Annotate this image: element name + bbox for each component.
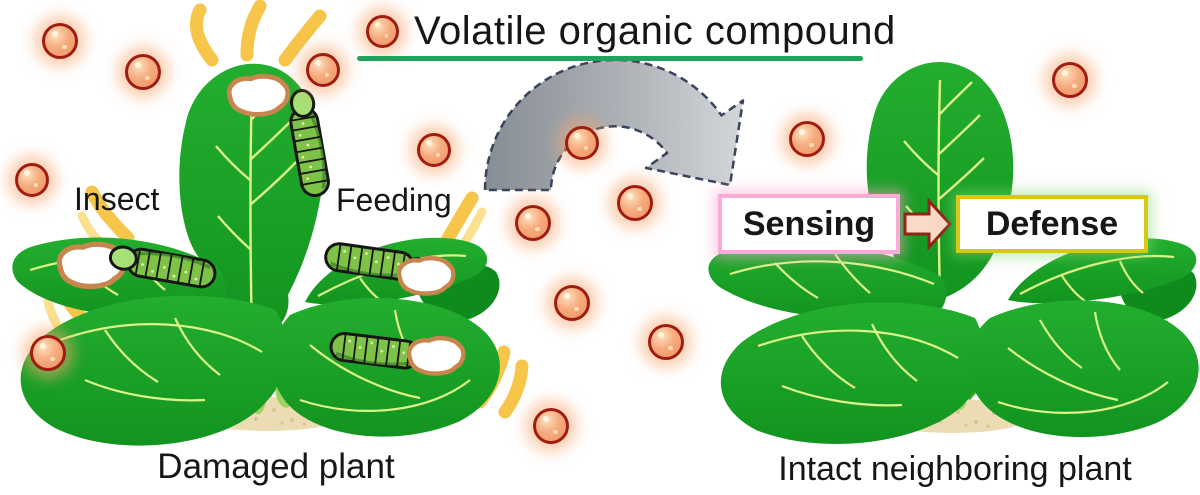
voc-molecule xyxy=(30,335,66,371)
voc-molecule xyxy=(15,163,49,197)
label-damaged-plant: Damaged plant xyxy=(157,447,395,486)
title-text: Volatile organic compound xyxy=(414,9,896,53)
voc-molecule xyxy=(306,53,340,87)
voc-molecule xyxy=(789,121,825,157)
voc-molecule xyxy=(1052,62,1088,98)
voc-molecule xyxy=(554,285,590,321)
intact-plant-illustration xyxy=(708,61,1199,444)
voc-molecule xyxy=(515,205,551,241)
leaf xyxy=(270,298,500,437)
leaf xyxy=(720,302,985,444)
process-row: Sensing Defense xyxy=(718,194,1148,254)
right-arrow-icon xyxy=(903,198,953,250)
leaf xyxy=(20,295,287,446)
leaf xyxy=(966,300,1199,438)
label-intact-plant: Intact neighboring plant xyxy=(778,450,1132,488)
figure-title: Volatile organic compound xyxy=(366,9,896,53)
defense-box: Defense xyxy=(956,195,1148,253)
voc-molecule xyxy=(417,133,451,167)
leaf xyxy=(708,242,947,319)
sensing-box: Sensing xyxy=(718,194,900,254)
voc-molecule xyxy=(42,23,78,59)
title-underline xyxy=(357,56,863,61)
label-insect: Insect xyxy=(74,181,160,217)
voc-molecule-icon xyxy=(366,14,399,48)
voc-molecule xyxy=(648,324,684,360)
voc-molecule xyxy=(565,126,599,160)
voc-molecule xyxy=(533,408,569,444)
leaf xyxy=(1008,238,1197,304)
damaged-plant-illustration xyxy=(12,0,529,446)
label-feeding: Feeding xyxy=(336,182,452,218)
voc-molecule xyxy=(617,185,653,221)
voc-molecule xyxy=(125,54,161,90)
